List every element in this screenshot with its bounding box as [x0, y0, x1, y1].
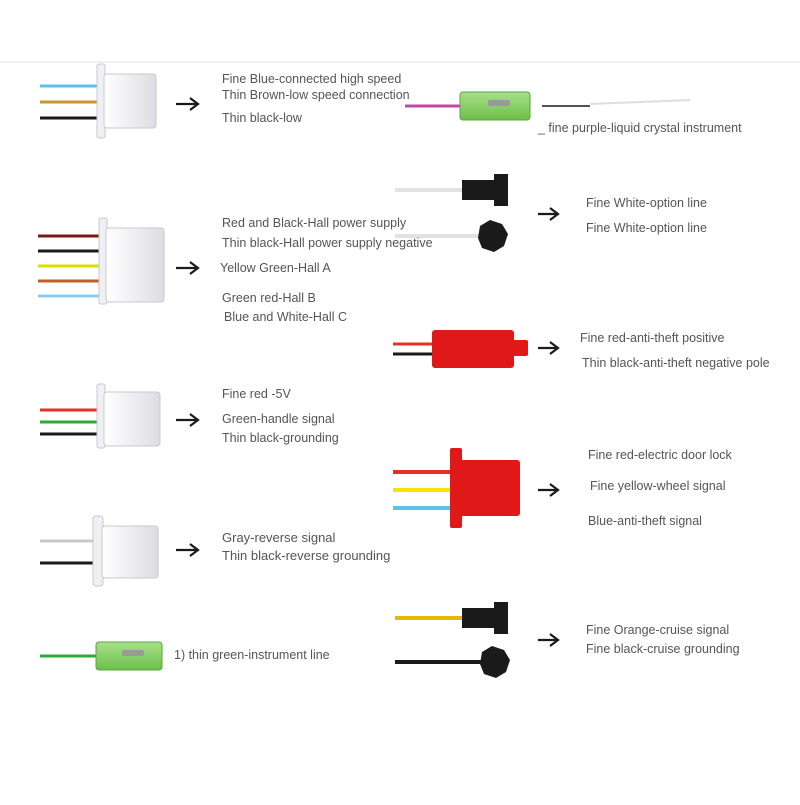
- cruise-connector-group: [395, 602, 560, 678]
- label-handle-ground: Thin black-grounding: [222, 431, 339, 445]
- handle-connector-group: [40, 383, 200, 449]
- label-hall-negative: Thin black-Hall power supply negative: [222, 236, 433, 250]
- plug-pin: [488, 100, 510, 106]
- label-hall-c: Blue and White-Hall C: [224, 310, 347, 324]
- black-pin-female: [478, 220, 508, 252]
- label-reverse-signal: Gray-reverse signal: [222, 530, 336, 545]
- label-hall-b: Green red-Hall B: [222, 291, 316, 305]
- anti-theft-connector-group: [393, 330, 560, 368]
- black-pin-male: [462, 174, 508, 206]
- label-lcd-instrument: _ fine purple-liquid crystal instrument: [538, 121, 742, 135]
- arrow-icon: [538, 633, 560, 647]
- label-reverse-ground: Thin black-reverse grounding: [222, 548, 391, 563]
- black-pin-male: [462, 602, 508, 634]
- speed-connector-body: [103, 73, 157, 129]
- red-connector-tip: [512, 340, 528, 356]
- label-speed-high: Fine Blue-connected high speed: [222, 72, 402, 86]
- label-cruise-ground: Fine black-cruise grounding: [586, 642, 740, 656]
- arrow-icon: [176, 543, 200, 557]
- black-pin-female: [480, 646, 510, 678]
- instrument-line-connector-group: [40, 641, 163, 671]
- plug-pin: [122, 650, 144, 656]
- arrow-icon: [176, 97, 200, 111]
- label-hall-power: Red and Black-Hall power supply: [222, 216, 407, 230]
- arrow-icon: [176, 261, 200, 275]
- lcd-connector-group: [405, 91, 691, 121]
- arrow-icon: [176, 413, 200, 427]
- hall-connector-body: [105, 227, 165, 303]
- arrow-icon: [538, 207, 560, 221]
- label-option-2: Fine White-option line: [586, 221, 707, 235]
- label-instrument-line: 1) thin green-instrument line: [174, 648, 330, 662]
- label-door-anti-theft: Blue-anti-theft signal: [588, 514, 702, 528]
- label-handle-signal: Green-handle signal: [222, 412, 335, 426]
- red-connector-body: [432, 330, 514, 368]
- red-lock-connector-body: [460, 460, 520, 516]
- label-anti-theft-positive: Fine red-anti-theft positive: [580, 331, 725, 345]
- label-speed-low: Thin Brown-low speed connection: [222, 88, 410, 102]
- pin-lead-fade: [589, 99, 691, 105]
- arrow-icon: [538, 341, 560, 355]
- label-wheel-signal: Fine yellow-wheel signal: [590, 479, 726, 493]
- door-lock-connector-group: [393, 448, 560, 528]
- label-option-1: Fine White-option line: [586, 196, 707, 210]
- red-lock-connector-back: [450, 448, 462, 528]
- hall-connector-group: [38, 217, 200, 305]
- label-door-lock: Fine red-electric door lock: [588, 448, 732, 462]
- reverse-connector-group: [40, 515, 200, 587]
- label-hall-a: Yellow Green-Hall A: [220, 261, 331, 275]
- label-cruise-signal: Fine Orange-cruise signal: [586, 623, 730, 637]
- label-speed-black: Thin black-low: [222, 111, 302, 125]
- label-handle-5v: Fine red -5V: [222, 387, 291, 401]
- speed-connector-group: [40, 63, 200, 139]
- arrow-icon: [538, 483, 560, 497]
- option-connector-group: [395, 174, 560, 252]
- label-anti-theft-negative: Thin black-anti-theft negative pole: [582, 356, 770, 370]
- reverse-connector-body: [101, 525, 159, 579]
- handle-connector-body: [103, 391, 161, 447]
